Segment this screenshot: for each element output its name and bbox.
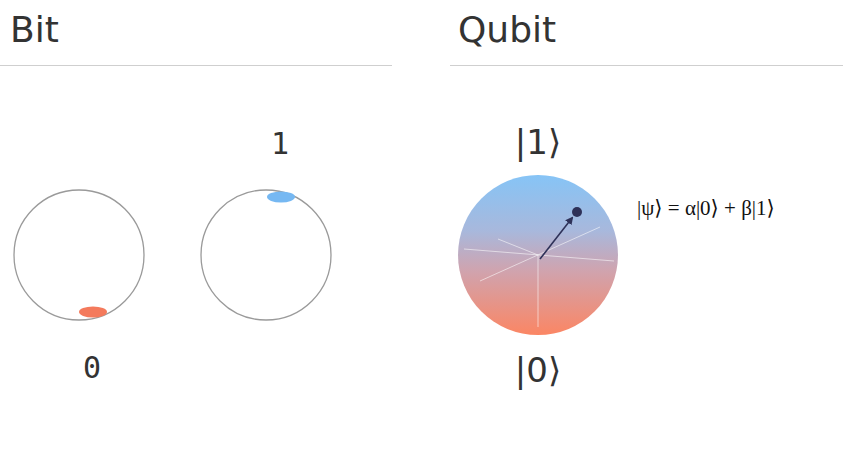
sphere-illustration [458,175,618,335]
state-formula: |ψ⟩ = α|0⟩ + β|1⟩ [637,196,775,221]
bit-circle: 1 [200,189,332,321]
sphere-axis [498,239,538,255]
bloch-sphere: |1⟩|0⟩ [458,175,618,335]
bit-value: 0 [83,350,101,386]
section-heading: Bit [10,8,59,51]
heading-rule [0,65,392,66]
sphere-axis [480,227,600,281]
sphere-body [458,175,618,335]
heading-rule [450,65,843,66]
basis-state: |1⟩ [515,122,561,163]
state-dot [267,192,295,203]
section-heading: Qubit [458,8,556,51]
bit-outline [200,189,332,321]
bit-value: 1 [271,126,289,162]
state-point [572,207,582,217]
state-vector [540,218,572,259]
basis-state: |0⟩ [515,350,561,391]
bit-circle: 0 [13,189,145,321]
state-dot [79,307,107,318]
sphere-axis [538,255,539,327]
bit-outline [13,189,145,321]
sphere-axis [464,249,614,261]
circle-outline [14,190,144,320]
circle-outline [201,190,331,320]
